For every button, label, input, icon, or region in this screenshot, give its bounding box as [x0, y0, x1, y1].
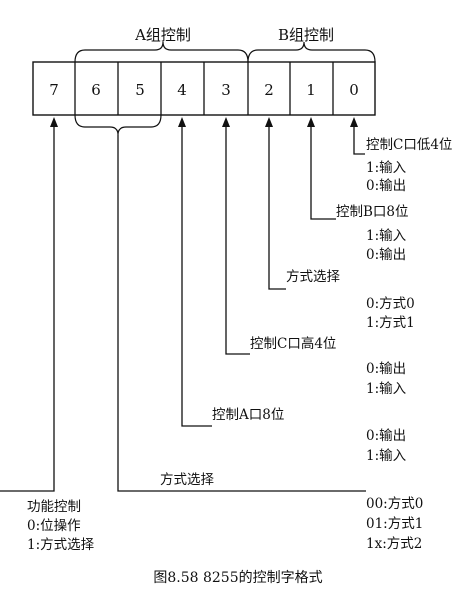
function-opt2: 1:方式选择	[27, 537, 95, 553]
bit-4: 4	[177, 81, 187, 99]
mode-b-opt1: 0:方式0	[366, 296, 415, 312]
function-opt1: 0:位操作	[27, 518, 81, 534]
leader-bits-6-5	[117, 135, 366, 492]
portc-low-opt1: 1:输入	[366, 160, 407, 176]
bit-3: 3	[221, 81, 231, 99]
leader-bit-2	[268, 127, 286, 290]
bit-2: 2	[264, 81, 274, 99]
bit-register	[32, 61, 376, 116]
mode-b-opt2: 1:方式1	[366, 315, 415, 331]
porta-title: 控制A口8位	[212, 407, 284, 423]
group-a-brace	[74, 41, 249, 63]
mode-a-opt2: 01:方式1	[366, 516, 423, 532]
portb-opt1: 1:输入	[366, 228, 407, 244]
portc-high-opt2: 1:输入	[366, 381, 407, 397]
bit-0: 0	[349, 81, 359, 99]
portc-low-title: 控制C口低4位	[366, 137, 452, 153]
group-b-brace	[247, 41, 376, 63]
portb-title: 控制B口8位	[336, 204, 409, 220]
portb-opt2: 0:输出	[366, 247, 406, 263]
bit-6: 6	[91, 81, 101, 99]
portc-high-opt1: 0:输出	[366, 361, 406, 377]
porta-opt1: 0:输出	[366, 428, 406, 444]
mode-b-title: 方式选择	[286, 269, 340, 285]
bit-1: 1	[306, 81, 316, 99]
portc-low-opt2: 0:输出	[366, 178, 406, 194]
leader-bit-3	[225, 127, 250, 355]
mode-a-brace	[74, 114, 162, 136]
figure-caption: 图8.58 8255的控制字格式	[153, 570, 322, 586]
leader-bit-0	[353, 127, 365, 155]
mode-a-opt3: 1x:方式2	[366, 536, 422, 552]
group-a-label: A组控制	[134, 26, 191, 44]
leader-bit-1	[310, 127, 336, 220]
bit-7: 7	[49, 81, 59, 99]
arrow-heads	[50, 117, 358, 127]
porta-opt2: 1:输入	[366, 448, 407, 464]
mode-a-title: 方式选择	[160, 472, 214, 488]
function-title: 功能控制	[27, 499, 81, 515]
group-b-label: B组控制	[278, 26, 334, 44]
portc-high-title: 控制C口高4位	[250, 335, 336, 352]
mode-a-opt1: 00:方式0	[366, 496, 423, 512]
bit-5: 5	[135, 81, 145, 99]
leader-bit-7	[0, 127, 55, 492]
leader-bit-4	[181, 127, 212, 427]
